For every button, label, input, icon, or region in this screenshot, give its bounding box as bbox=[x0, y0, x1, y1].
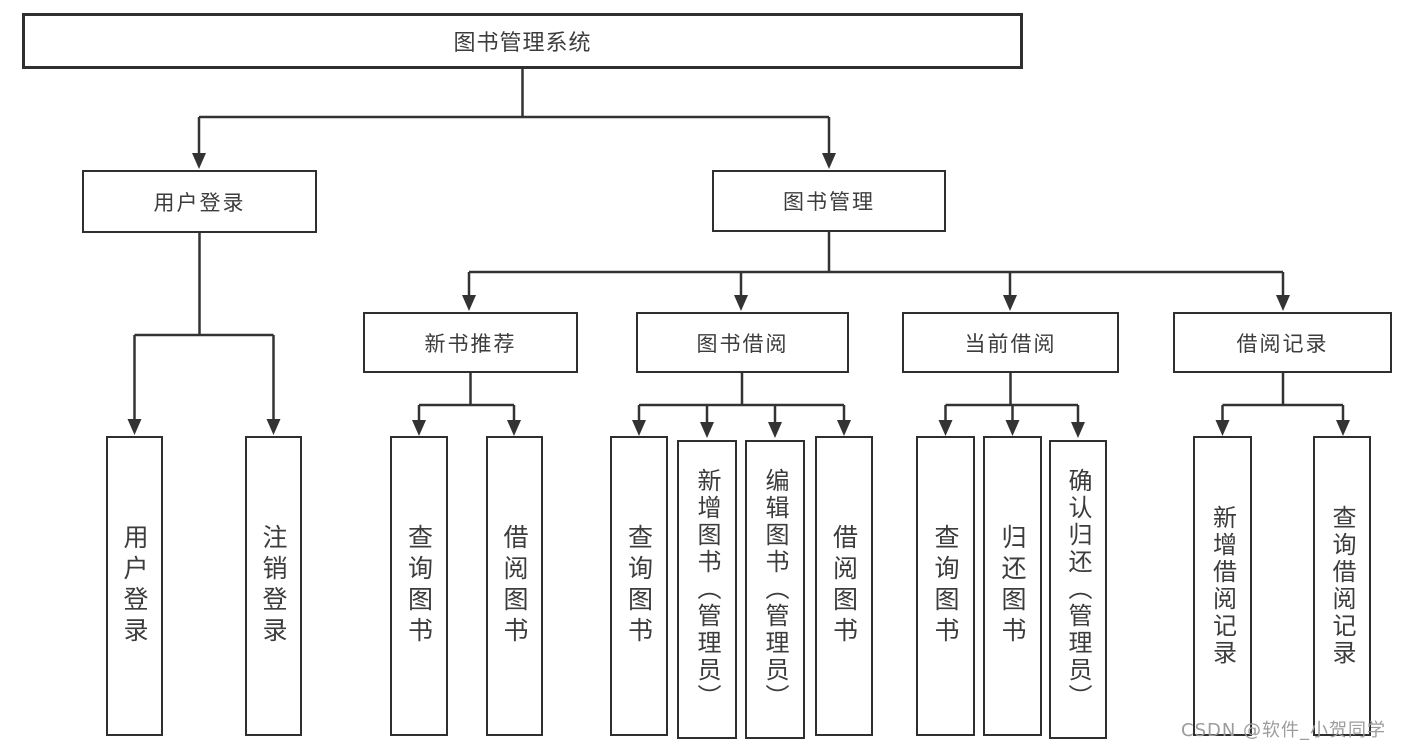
node-label: 查询图书 bbox=[404, 524, 434, 648]
node-logout: 注销登录 bbox=[245, 436, 302, 736]
arrowhead bbox=[412, 420, 426, 436]
arrowhead bbox=[192, 153, 206, 169]
node-label: 借阅图书 bbox=[829, 524, 859, 648]
csdn-watermark: CSDN @软件_小贺同学 bbox=[1181, 720, 1387, 741]
node-label: 新增借阅记录 bbox=[1208, 505, 1237, 667]
connector-book-management bbox=[462, 232, 1290, 311]
arrowhead bbox=[1005, 420, 1020, 436]
arrowhead bbox=[507, 420, 521, 436]
node-new-book-recommend: 新书推荐 bbox=[363, 312, 578, 373]
arrowhead bbox=[266, 419, 281, 435]
node-query-borrow-record: 查询借阅记录 bbox=[1313, 436, 1371, 736]
arrowhead bbox=[700, 422, 714, 438]
connector-borrow-records bbox=[1215, 373, 1350, 436]
node-borrow-books-2: 借阅图书 bbox=[815, 436, 873, 736]
connector-book-borrow bbox=[632, 373, 851, 438]
node-confirm-return-admin: 确认归还（管理员） bbox=[1049, 440, 1107, 739]
node-label: 新书推荐 bbox=[424, 331, 517, 356]
arrowhead bbox=[1003, 295, 1017, 311]
node-user-login: 用户登录 bbox=[82, 170, 317, 233]
node-label: 查询图书 bbox=[931, 524, 960, 648]
arrowhead bbox=[768, 422, 782, 438]
arrowhead bbox=[127, 419, 142, 435]
arrowhead bbox=[632, 420, 646, 436]
node-query-books-1: 查询图书 bbox=[390, 436, 448, 736]
node-book-management: 图书管理 bbox=[712, 170, 946, 232]
node-label: 归还图书 bbox=[998, 524, 1027, 648]
node-library-system: 图书管理系统 bbox=[22, 13, 1023, 69]
node-label: 图书管理系统 bbox=[453, 31, 592, 56]
arrowhead bbox=[1071, 422, 1085, 438]
arrowhead bbox=[837, 420, 851, 436]
node-add-books-admin: 新增图书（管理员） bbox=[677, 440, 737, 739]
node-query-books-2: 查询图书 bbox=[610, 436, 668, 736]
node-book-borrow: 图书借阅 bbox=[636, 312, 849, 373]
node-current-borrow: 当前借阅 bbox=[902, 312, 1119, 373]
node-return-books: 归还图书 bbox=[983, 436, 1042, 736]
arrowhead bbox=[734, 295, 748, 311]
node-label: 图书管理 bbox=[783, 190, 875, 214]
arrowhead bbox=[1276, 295, 1290, 311]
connector-current-borrow bbox=[938, 373, 1085, 438]
node-query-books-3: 查询图书 bbox=[916, 436, 975, 736]
node-label: 确认归还（管理员） bbox=[1064, 468, 1092, 711]
node-label: 用户登录 bbox=[120, 524, 149, 648]
node-label: 借阅图书 bbox=[500, 524, 529, 648]
arrowhead bbox=[462, 295, 476, 311]
node-label: 借阅记录 bbox=[1236, 331, 1329, 356]
node-label: 用户登录 bbox=[153, 190, 246, 215]
node-label: 查询图书 bbox=[624, 524, 654, 648]
connector-new-book bbox=[412, 373, 521, 436]
node-label: 新增图书（管理员） bbox=[693, 468, 721, 711]
connector-root bbox=[192, 69, 836, 169]
node-label: 注销登录 bbox=[259, 524, 288, 648]
arrowhead bbox=[1336, 420, 1350, 436]
node-label: 当前借阅 bbox=[964, 331, 1057, 356]
arrowhead bbox=[1215, 420, 1230, 436]
node-borrow-records: 借阅记录 bbox=[1173, 312, 1392, 373]
node-add-borrow-record: 新增借阅记录 bbox=[1193, 436, 1252, 736]
node-label: 查询借阅记录 bbox=[1328, 505, 1356, 667]
arrowhead bbox=[938, 420, 953, 436]
arrowhead bbox=[822, 153, 836, 169]
connector-user-login bbox=[127, 233, 281, 435]
node-edit-books-admin: 编辑图书（管理员） bbox=[745, 440, 805, 739]
node-user-login-leaf: 用户登录 bbox=[106, 436, 163, 736]
node-label: 编辑图书（管理员） bbox=[761, 468, 789, 711]
node-borrow-books-1: 借阅图书 bbox=[486, 436, 543, 736]
node-label: 图书借阅 bbox=[696, 331, 789, 356]
